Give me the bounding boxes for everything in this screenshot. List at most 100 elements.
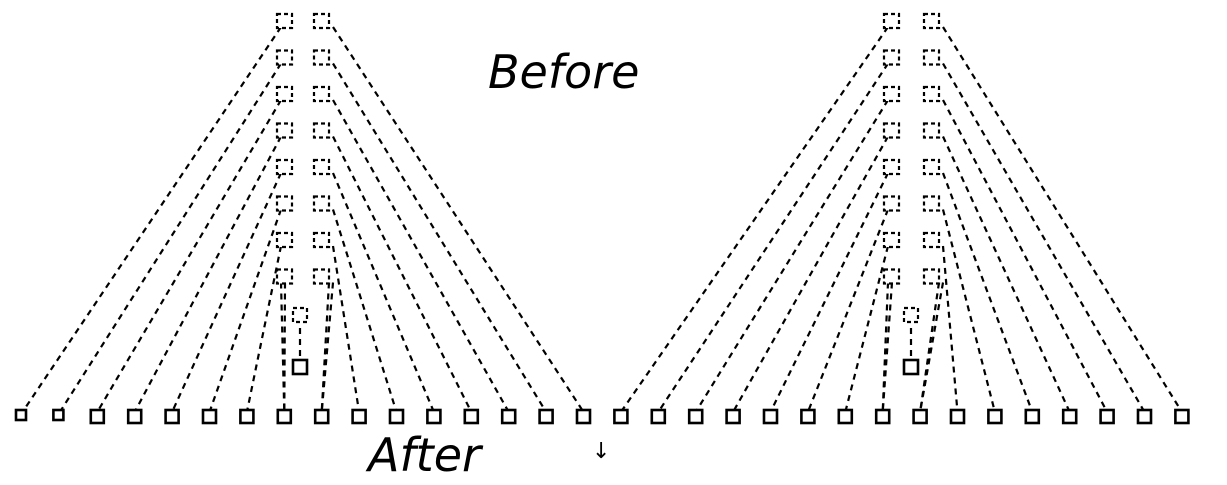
- connector-line: [245, 245, 283, 413]
- after-box: [426, 408, 442, 425]
- after-box: [874, 408, 891, 425]
- connector-line: [942, 62, 1146, 413]
- connector-line: [941, 245, 959, 413]
- after-box: [949, 408, 966, 425]
- bridge-dashed-box: [291, 306, 309, 324]
- connector-line: [331, 245, 361, 413]
- bridge-line: [283, 282, 287, 413]
- before-box: [922, 195, 941, 212]
- after-box: [500, 408, 517, 425]
- before-label: Before: [488, 45, 639, 99]
- connector-line: [657, 62, 889, 413]
- after-box: [987, 408, 1003, 425]
- before-box: [275, 122, 294, 139]
- after-box: [463, 408, 480, 425]
- before-box: [922, 85, 941, 103]
- before-box: [882, 195, 901, 212]
- connector-line: [96, 99, 282, 413]
- before-box: [882, 12, 901, 30]
- after-box: [650, 408, 667, 425]
- before-box: [275, 85, 294, 103]
- connector-line: [171, 172, 283, 413]
- connector-line: [331, 172, 435, 413]
- connector-line: [619, 26, 889, 413]
- after-box: [351, 408, 367, 425]
- before-box: [312, 122, 331, 139]
- before-box: [882, 49, 901, 66]
- before-box: [275, 195, 294, 212]
- after-box: [126, 408, 143, 425]
- after-box: [1174, 408, 1190, 425]
- after-box: [1061, 408, 1078, 425]
- connector-line: [133, 135, 282, 413]
- connector-line: [806, 209, 890, 413]
- before-box: [312, 195, 331, 212]
- connector-line: [941, 209, 996, 413]
- after-box: [912, 408, 928, 425]
- before-box: [922, 158, 941, 176]
- after-box: [276, 408, 293, 425]
- before-box: [275, 268, 294, 285]
- down-arrow-icon: ↓: [592, 439, 610, 464]
- before-box: [922, 49, 941, 66]
- before-box: [275, 231, 294, 249]
- after-box: [14, 408, 28, 422]
- before-box: [312, 85, 331, 103]
- after-box: [538, 408, 554, 425]
- bridge-line: [320, 282, 331, 413]
- connector-line: [331, 209, 398, 413]
- after-label: After: [365, 428, 484, 482]
- after-box: [52, 408, 65, 422]
- after-box: [762, 408, 779, 425]
- after-box: [201, 408, 218, 425]
- after-box: [164, 408, 180, 425]
- after-box: [388, 408, 405, 425]
- before-box: [275, 12, 294, 30]
- before-box: [882, 158, 901, 176]
- after-box: [687, 408, 704, 425]
- after-box: [725, 408, 741, 425]
- after-box: [1099, 408, 1115, 425]
- connector-line: [332, 136, 473, 413]
- bridge-line: [881, 282, 894, 413]
- before-box: [922, 122, 941, 139]
- connector-line: [769, 172, 889, 413]
- bridge-solid-box: [291, 358, 309, 376]
- connector-line: [942, 99, 1109, 413]
- bridge-solid-box: [902, 358, 920, 376]
- before-box: [922, 12, 941, 30]
- after-box: [800, 408, 816, 425]
- connector-line: [732, 135, 889, 413]
- before-box: [882, 122, 901, 139]
- bridge-line: [919, 282, 941, 413]
- before-box: [922, 268, 941, 285]
- after-box: [89, 408, 106, 425]
- before-box: [312, 12, 331, 30]
- before-box: [312, 231, 331, 249]
- before-box: [922, 231, 941, 249]
- before-box: [275, 158, 294, 176]
- after-box: [239, 408, 255, 425]
- connector-line: [58, 62, 282, 413]
- connector-line: [941, 172, 1034, 413]
- connector-lines: [21, 26, 1183, 413]
- before-box: [312, 268, 331, 285]
- connector-line: [942, 136, 1071, 413]
- connector-line: [332, 99, 510, 413]
- before-box: [882, 231, 901, 249]
- after-box: [575, 408, 592, 425]
- after-box: [313, 408, 330, 425]
- before-box: [882, 268, 901, 285]
- after-box: [1136, 408, 1153, 425]
- connector-line: [694, 99, 889, 413]
- box-elements: [14, 12, 1190, 425]
- before-box: [882, 85, 901, 103]
- after-box: [837, 408, 854, 425]
- connector-line: [332, 62, 548, 413]
- after-box: [1024, 408, 1041, 425]
- before-box: [312, 49, 331, 66]
- connector-line: [208, 209, 283, 413]
- before-box: [312, 158, 331, 176]
- after-box: [613, 408, 629, 425]
